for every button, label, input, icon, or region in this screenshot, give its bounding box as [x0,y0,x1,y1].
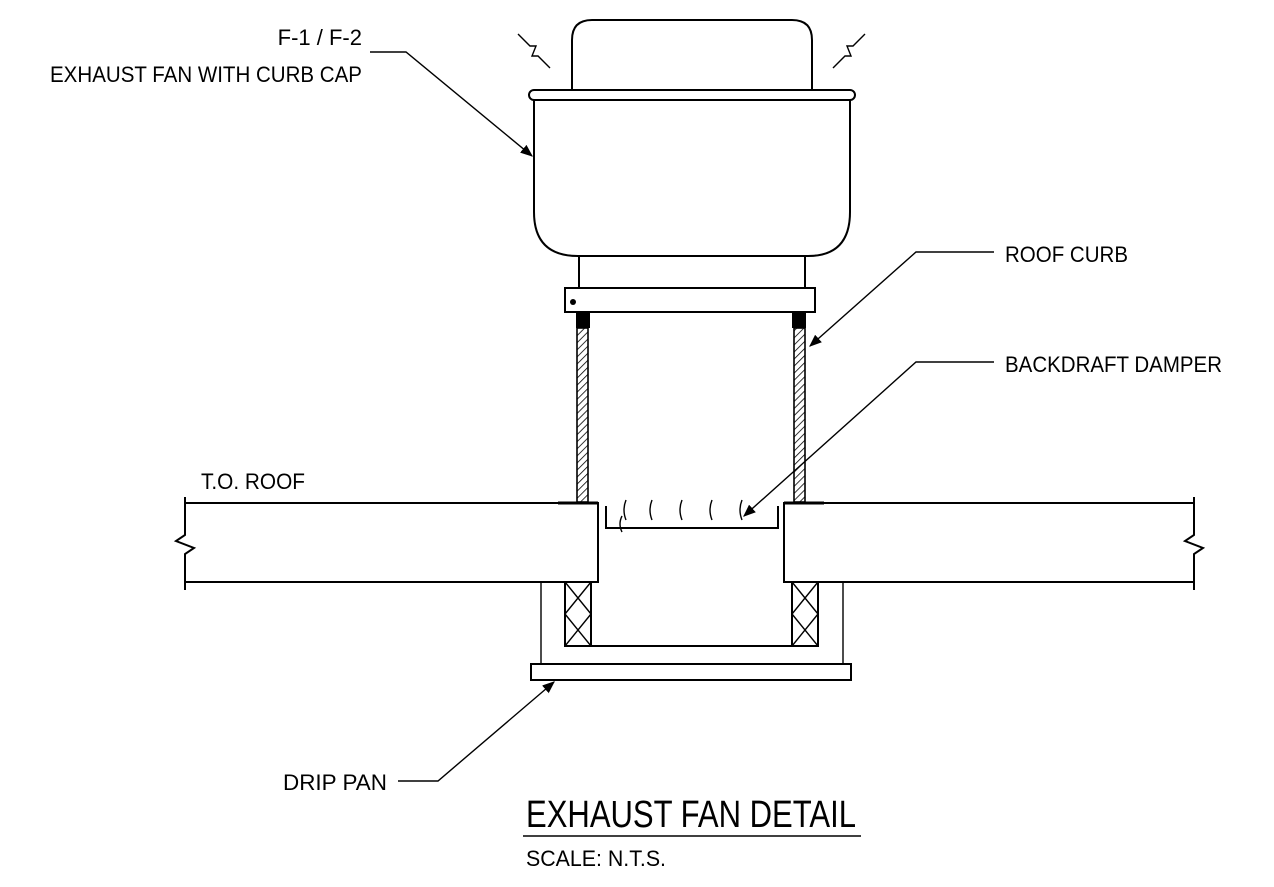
label-drip-pan: DRIP PAN [283,770,387,795]
drawing-scale: SCALE: N.T.S. [526,846,666,871]
drip-pan [530,663,852,681]
fan-neck [578,255,806,289]
exhaust-fan-unit [517,19,866,313]
title-block: EXHAUST FAN DETAIL SCALE: N.T.S. [523,794,861,871]
damper-blades-icon [619,499,743,533]
break-line-right-icon [1182,497,1206,590]
leader-fan [370,51,533,157]
blocking-right [791,581,819,647]
label-top-of-roof: T.O. ROOF [201,469,305,494]
fan-hood-body [533,100,851,257]
below-deck-framing [530,581,852,681]
label-backdraft-damper: BACKDRAFT DAMPER [1005,352,1222,377]
break-line-left-icon [173,497,197,590]
roof-slab-left [185,502,599,583]
fan-base-flange [564,287,816,313]
callouts: F-1 / F-2 EXHAUST FAN WITH CURB CAP ROOF… [50,25,1222,795]
airflow-symbol-right-icon [832,33,866,69]
damper-frame [605,506,779,529]
leader-drip-pan [398,681,555,782]
curb-gasket-right [792,312,806,328]
curb-wall-left [576,327,589,503]
roof-slab-right [783,502,1194,583]
curb-gasket-left [576,312,590,328]
fan-rim-band [528,89,856,101]
drawing-title: EXHAUST FAN DETAIL [526,794,856,836]
label-roof-curb: ROOF CURB [1005,242,1128,267]
backdraft-damper [605,499,779,533]
fan-flange-bolt-icon [570,299,576,305]
blocking-left [564,581,592,647]
roof-deck [173,497,1206,590]
airflow-symbol-left-icon [517,33,551,69]
leader-roof-curb [809,251,994,347]
leader-lines [370,51,994,782]
label-fan-tag: F-1 / F-2 [278,25,362,50]
curb-wall-right [793,327,806,503]
fan-motor-dome [571,19,813,90]
leader-backdraft-damper [743,361,994,517]
label-fan-description: EXHAUST FAN WITH CURB CAP [50,62,362,87]
roof-curb [558,312,824,505]
